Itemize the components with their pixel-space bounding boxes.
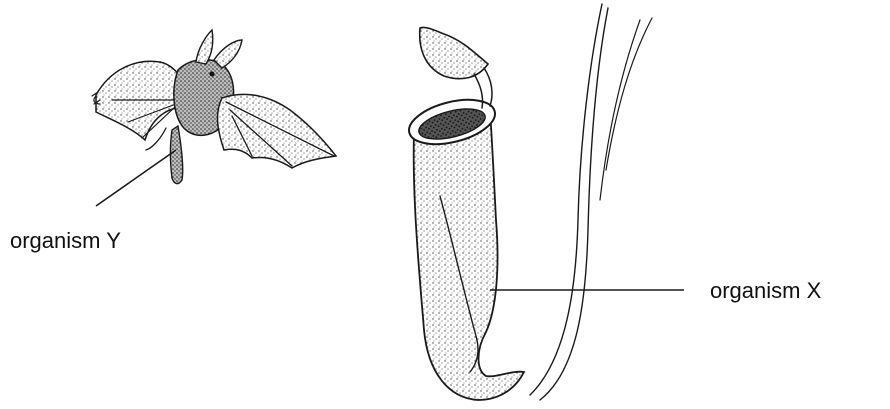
organism-x-label: organism X: [710, 278, 822, 303]
organism-y-label: organism Y: [10, 228, 121, 253]
bat-leg: [171, 126, 183, 184]
bat-ear-right: [214, 40, 242, 68]
bat-ear-left: [196, 30, 213, 64]
bat-right-wing: [218, 94, 336, 168]
bat-left-wing: [96, 61, 184, 140]
bat-illustration: [92, 30, 336, 184]
bat-eye: [210, 72, 215, 77]
pitcher-plant-illustration: [404, 4, 652, 400]
organism-y-leader-line: [96, 150, 176, 206]
pitcher-body: [414, 110, 524, 400]
pitcher-lid: [420, 27, 488, 78]
